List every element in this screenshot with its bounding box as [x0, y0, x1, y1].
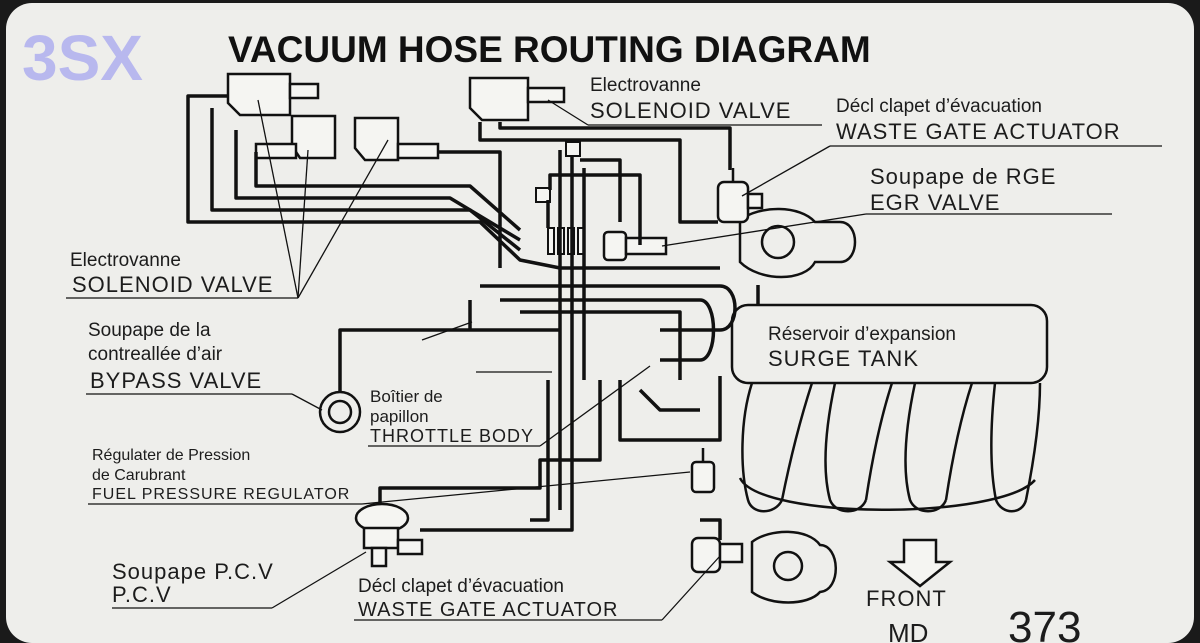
label-bypass-fr2: contreallée d’air	[88, 344, 223, 365]
label-solenoid-left-en: SOLENOID VALVE	[72, 272, 273, 297]
solenoid-valve-top-mid	[254, 114, 337, 160]
solenoid-valve-upper-center	[468, 76, 566, 122]
label-surge-fr: Réservoir d’expansion	[768, 324, 956, 345]
label-wastegate-bot-fr: Décl clapet d’évacuation	[358, 576, 564, 597]
vacuum-hose-lines	[186, 94, 760, 540]
label-bypass-fr1: Soupape de la	[88, 320, 211, 341]
label-egr-en: EGR VALVE	[870, 190, 1000, 215]
solenoid-valve-top-left	[226, 72, 320, 117]
part-number: 373	[1008, 603, 1081, 643]
screenshot-stage: 3SX VACUUM HOSE ROUTING DIAGRAM	[6, 3, 1194, 643]
surge-tank-outline	[730, 303, 1049, 385]
brand-logo: 3SX	[22, 22, 143, 94]
label-surge-en: SURGE TANK	[768, 346, 919, 371]
part-number-prefix: MD	[888, 618, 928, 643]
label-front: FRONT	[866, 586, 947, 611]
label-bypass-en: BYPASS VALVE	[90, 368, 262, 393]
turbo-housing-lower	[750, 530, 837, 604]
label-solenoid-left-fr: Electrovanne	[70, 250, 181, 271]
label-fuel-fr1: Régulater de Pression	[92, 447, 250, 464]
fuel-pressure-regulator	[690, 448, 716, 494]
label-solenoid-top-en: SOLENOID VALVE	[590, 98, 791, 123]
label-card	[6, 3, 1194, 643]
label-pcv-en: P.C.V	[112, 582, 172, 607]
label-throttle-fr1: Boîtier de	[370, 387, 443, 406]
solenoid-valve-top-right	[353, 116, 440, 162]
waste-gate-actuator-bottom	[690, 536, 744, 574]
label-egr-fr: Soupape de RGE	[870, 164, 1056, 189]
intake-manifold-runners	[738, 382, 1042, 513]
front-arrow-icon	[886, 538, 954, 588]
label-throttle-fr2: papillon	[370, 407, 429, 426]
label-wastegate-bot-en: WASTE GATE ACTUATOR	[358, 599, 619, 621]
leader-lines	[66, 99, 1162, 621]
label-pcv-fr: Soupape P.C.V	[112, 559, 274, 584]
bypass-valve	[318, 390, 362, 434]
label-solenoid-top-fr: Electrovanne	[590, 75, 701, 96]
label-wastegate-top-fr: Décl clapet d’évacuation	[836, 96, 1042, 117]
label-throttle-en: THROTTLE BODY	[370, 426, 534, 446]
diagram-title: VACUUM HOSE ROUTING DIAGRAM	[228, 29, 871, 70]
label-fuel-fr2: de Carubrant	[92, 467, 186, 484]
waste-gate-actuator-top	[716, 168, 764, 224]
pcv-valve	[354, 502, 424, 568]
label-wastegate-top-en: WASTE GATE ACTUATOR	[836, 119, 1121, 144]
vacuum-hose-diagram: 3SX VACUUM HOSE ROUTING DIAGRAM	[22, 22, 1162, 643]
label-fuel-en: FUEL PRESSURE REGULATOR	[92, 486, 350, 503]
turbo-housing-upper	[738, 207, 857, 279]
egr-valve	[602, 230, 668, 262]
